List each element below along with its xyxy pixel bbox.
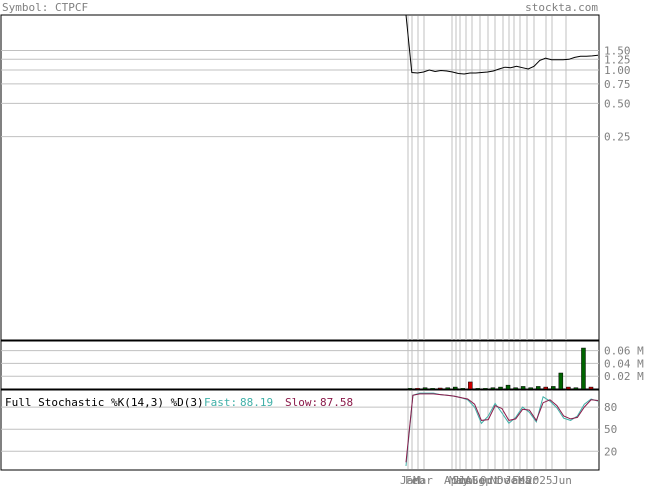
x-tick-label: Jun	[453, 474, 473, 486]
slow-line	[405, 393, 599, 463]
price-y-ticks: 1.501.251.000.75 0.50 0.25	[604, 44, 631, 143]
x-tick-label: Apr	[444, 474, 464, 486]
symbol-label: Symbol: CTPCF	[2, 1, 88, 14]
price-tick-label: 0.25	[604, 131, 631, 144]
volume-bar	[528, 387, 533, 390]
stochastic-title: Full Stochastic %K(14,3) %D(3)	[5, 396, 204, 409]
price-tick-label: 1.25	[604, 53, 631, 66]
volume-bar	[588, 386, 594, 390]
volume-bar	[513, 387, 518, 390]
volume-bar	[551, 386, 556, 390]
volume-grid	[1, 350, 599, 377]
x-tick-label: May	[449, 474, 469, 486]
volume-tick-label: 0.02 M	[604, 370, 644, 383]
fast-label: Fast:	[204, 396, 237, 409]
price-panel	[0, 14, 600, 341]
price-tick-label: 1.00	[604, 64, 631, 77]
volume-bar	[430, 388, 435, 390]
price-line	[405, 14, 599, 75]
stochastic-tick-label: 20	[604, 445, 617, 458]
volume-bar	[415, 388, 420, 390]
slow-value: 87.58	[320, 396, 353, 409]
x-tick-label: Oct	[480, 474, 500, 486]
stochastic-tick-label: 80	[604, 401, 617, 414]
volume-bars	[407, 347, 594, 390]
price-line-group	[405, 14, 599, 75]
x-tick-label: Feb	[512, 474, 532, 486]
x-tick-label: Jan	[505, 474, 525, 486]
volume-bar	[498, 386, 503, 390]
volume-bar	[505, 384, 511, 390]
x-tick-label: Nov	[490, 474, 510, 486]
x-tick-label: Feb	[405, 474, 425, 486]
volume-bar	[437, 387, 443, 390]
volume-tick-label: 0.04 M	[604, 357, 644, 370]
volume-bar	[407, 388, 413, 390]
volume-bar	[422, 387, 428, 390]
x-tick-label: Jun	[552, 474, 572, 486]
volume-bar	[520, 386, 526, 390]
site-label: stockta.com	[525, 1, 598, 14]
x-tick-label: Dec	[497, 474, 517, 486]
x-tick-label: 2025	[526, 474, 553, 486]
price-tick-label: 1.50	[604, 44, 631, 57]
volume-panel	[0, 340, 600, 390]
volume-bar	[543, 386, 548, 390]
volume-bar	[490, 387, 496, 390]
price-grid	[1, 49, 599, 138]
volume-tick-label: 0.06 M	[604, 345, 644, 358]
price-tick-label: 0.50	[604, 97, 631, 110]
slow-label: Slow:	[285, 396, 318, 409]
volume-bar	[445, 387, 450, 390]
fast-value: 88.19	[240, 396, 273, 409]
volume-bar	[581, 347, 586, 390]
x-tick-label: Jul	[458, 474, 478, 486]
volume-bar	[483, 388, 488, 390]
volume-bar	[573, 387, 579, 390]
x-tick-label: Sep	[472, 474, 492, 486]
volume-y-ticks: 0.06 M0.04 M0.02 M	[604, 345, 644, 384]
volume-bar	[475, 388, 481, 390]
volume-bar	[468, 381, 473, 390]
volume-bar	[566, 386, 571, 390]
volume-bar	[535, 386, 541, 390]
x-tick-label: Mar	[518, 474, 538, 486]
stochastic-y-ticks: 80 50 20	[604, 401, 617, 458]
month-gridlines	[407, 16, 567, 469]
x-tick-label: Mar	[413, 474, 433, 486]
stochastic-lines	[405, 392, 599, 467]
x-tick-label: Aug	[465, 474, 485, 486]
price-tick-label: 0.75	[604, 78, 631, 91]
volume-bar	[453, 386, 458, 390]
stochastic-tick-label: 50	[604, 423, 617, 436]
volume-bar	[460, 388, 466, 390]
stochastic-panel	[0, 389, 600, 471]
volume-bar	[558, 372, 564, 390]
x-tick-label: Jan	[400, 474, 420, 486]
